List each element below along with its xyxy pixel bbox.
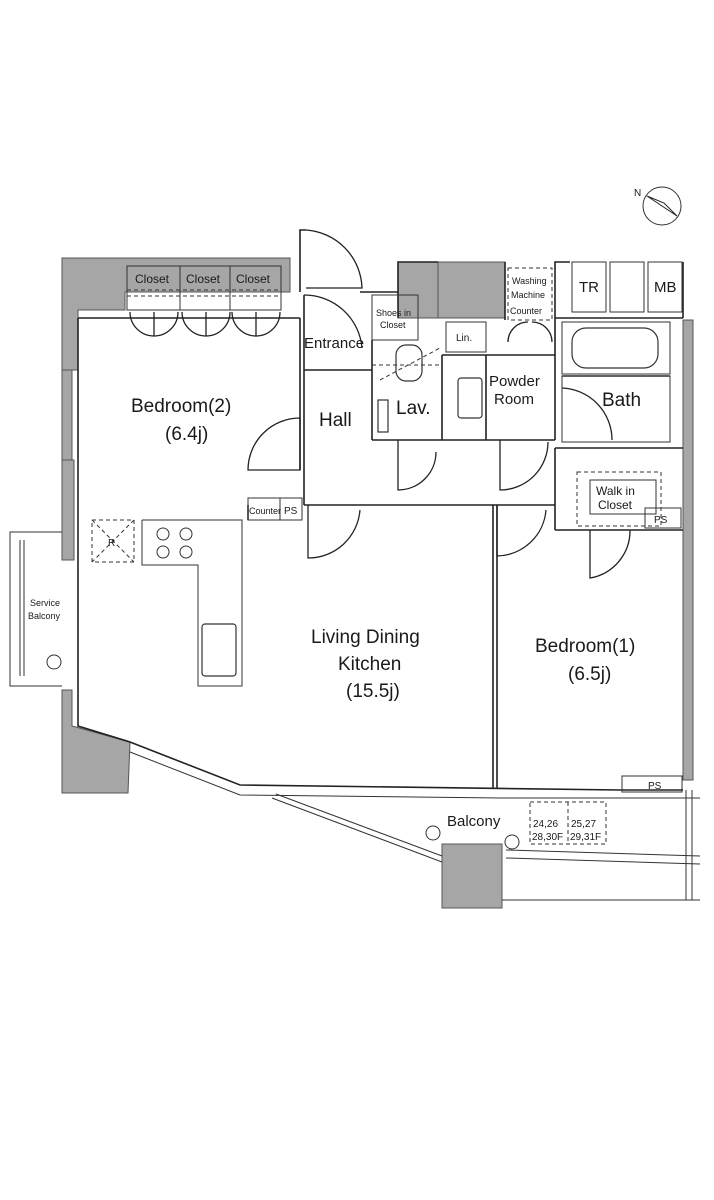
shoes-closet: Shoes in Closet (371, 294, 419, 341)
closet-2-label: Closet (186, 272, 221, 286)
closet-1-label: Closet (135, 272, 170, 286)
ldk-line2: Kitchen (338, 654, 401, 675)
walk-in-closet-line1: Walk in (596, 484, 635, 498)
ldk-size: (15.5j) (346, 681, 400, 702)
kitchen: Counter PS R (91, 497, 303, 687)
powder-room-line2: Room (494, 391, 534, 408)
room-labels: Bedroom(2) (6.4j) Hall Entrance Lav. Pow… (131, 335, 641, 830)
mb-label: MB (654, 279, 677, 296)
tr-label: TR (579, 279, 599, 296)
shoes-closet-line1: Shoes in (376, 308, 411, 318)
shoes-closet-line2: Closet (380, 320, 406, 330)
balcony (129, 751, 701, 901)
utility-area: Lin. Washing Machine Counter (445, 267, 553, 491)
aircon-1-line1: 24,26 (533, 819, 558, 830)
ps-kitchen-label: PS (284, 506, 298, 517)
refrigerator-label: R (108, 538, 115, 549)
lavatory-fixtures (372, 344, 442, 491)
bedroom2-door[interactable] (247, 417, 301, 471)
counter-kitchen-label: Counter (249, 506, 281, 516)
service-balcony-line2: Balcony (28, 611, 61, 621)
exterior-walls (61, 257, 694, 909)
powder-room-line1: Powder (489, 373, 540, 390)
compass-north-label: N (634, 188, 641, 199)
ldk-line1: Living Dining (311, 627, 420, 648)
balcony-label: Balcony (447, 813, 501, 830)
ps-walkin-label: PS (654, 515, 668, 526)
compass: N (634, 186, 682, 226)
washing-machine-line1: Washing (512, 276, 547, 286)
entrance-label: Entrance (304, 335, 364, 352)
aircon-2-line2: 29,31F (570, 832, 601, 843)
walls (77, 229, 684, 791)
bedroom2-size: (6.4j) (165, 424, 208, 445)
shafts: TR MB (571, 261, 683, 313)
counter-top-label: Counter (510, 306, 542, 316)
washing-machine-line2: Machine (511, 290, 545, 300)
aircon-2-line1: 25,27 (571, 819, 596, 830)
hall-label: Hall (319, 410, 352, 431)
service-balcony-line1: Service (30, 598, 60, 608)
bath-fixtures (561, 321, 671, 443)
bedroom1-door[interactable] (496, 505, 547, 557)
entrance-door[interactable] (305, 229, 363, 289)
ps-corner-label: PS (648, 781, 662, 792)
aircon-1-line2: 28,30F (532, 832, 563, 843)
walk-in-closet: Walk in Closet PS (576, 471, 682, 579)
bedroom1-size: (6.5j) (568, 664, 611, 685)
aircon-units: 24,26 28,30F 25,27 29,31F (529, 801, 607, 845)
hall-door[interactable] (303, 294, 363, 349)
bath-label: Bath (602, 390, 641, 411)
lin-label: Lin. (456, 333, 472, 344)
bedroom2-name: Bedroom(2) (131, 396, 231, 417)
bedroom1-name: Bedroom(1) (535, 636, 635, 657)
closet-3-label: Closet (236, 272, 271, 286)
walk-in-closet-line2: Closet (598, 498, 633, 512)
service-balcony: Service Balcony (9, 531, 62, 687)
ldk-door[interactable] (307, 505, 361, 559)
closets-top: Closet Closet Closet (126, 265, 282, 337)
lav-label: Lav. (396, 398, 431, 419)
